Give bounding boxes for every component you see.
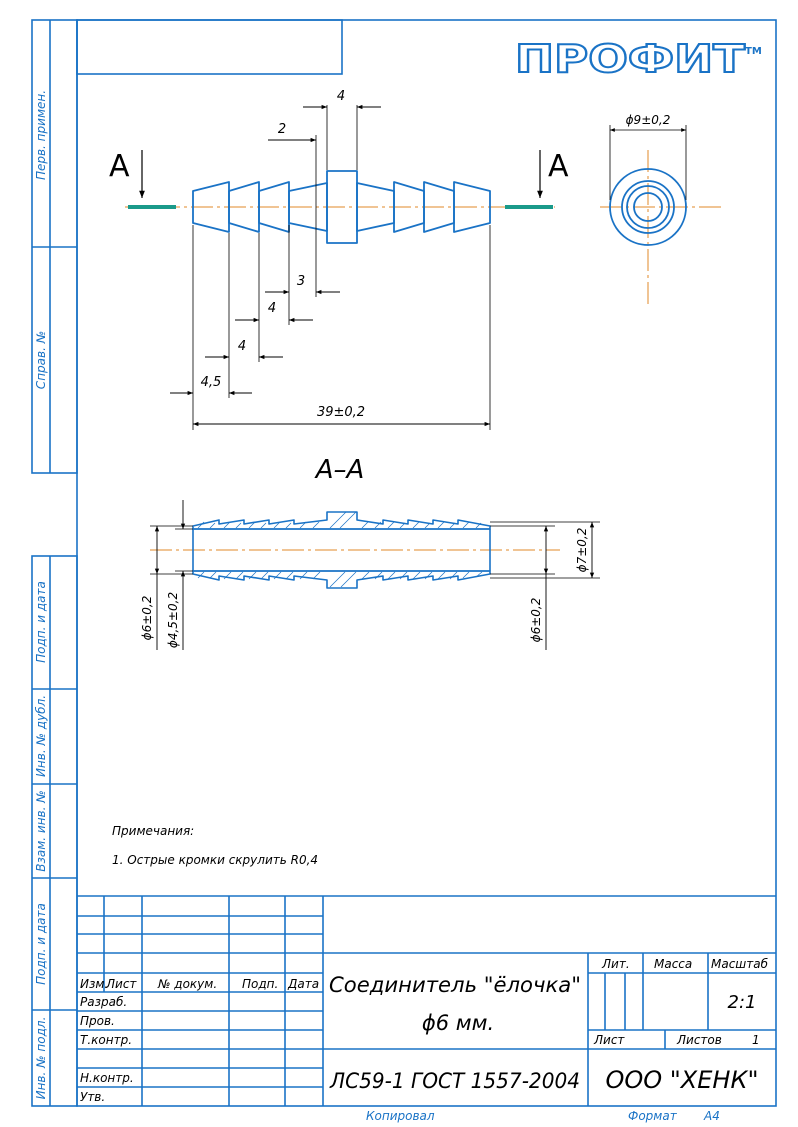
side-label-inv-podl: Инв. № подл. bbox=[34, 1017, 48, 1100]
dim-dia-9: ϕ9±0,2 bbox=[626, 113, 671, 127]
tb-col-izm: Изм. bbox=[80, 977, 108, 991]
tb-name-line2: ϕ6 мм. bbox=[422, 1011, 494, 1035]
tb-tkontr: Т.контр. bbox=[80, 1033, 132, 1047]
tb-prov: Пров. bbox=[80, 1014, 115, 1028]
logo-text: ПРОФИТ bbox=[515, 37, 745, 81]
tb-nkontr: Н.контр. bbox=[80, 1071, 134, 1085]
section-upper-wall bbox=[192, 511, 491, 530]
end-circle-outer bbox=[609, 168, 687, 246]
footer-format-value: А4 bbox=[703, 1109, 720, 1123]
title-block bbox=[77, 895, 776, 1106]
tb-col-podp: Подп. bbox=[242, 977, 278, 991]
dim-4-a: 4 bbox=[238, 339, 246, 354]
dim-4-top: 4 bbox=[337, 89, 345, 104]
section-aa: А–А bbox=[140, 455, 600, 650]
sheet-frame bbox=[31, 19, 777, 1107]
side-label-sprav: Справ. № bbox=[34, 331, 48, 389]
section-lower-wall bbox=[192, 570, 491, 589]
notes-line-1: 1. Острые кромки скрулить R0,4 bbox=[112, 853, 318, 867]
section-title: А–А bbox=[314, 455, 365, 485]
dim-3: 3 bbox=[297, 274, 305, 289]
footer-kopiroval: Копировал bbox=[366, 1109, 435, 1123]
tb-name-line1: Соединитель "ёлочка" bbox=[329, 973, 581, 997]
tb-col-doc: № докум. bbox=[157, 977, 217, 991]
tb-lit: Лит. bbox=[601, 957, 630, 971]
tb-material: ЛС59-1 ГОСТ 1557-2004 bbox=[329, 1069, 580, 1093]
tb-scale-value: 2:1 bbox=[728, 992, 757, 1013]
footer-format: Формат bbox=[628, 1109, 678, 1123]
dim-4-b: 4 bbox=[268, 301, 276, 316]
tb-list: Лист bbox=[593, 1033, 625, 1047]
main-view: А А bbox=[109, 89, 569, 430]
tb-massa: Масса bbox=[654, 957, 692, 971]
end-circle-mid bbox=[621, 180, 675, 234]
tb-col-list: Лист bbox=[105, 977, 137, 991]
fitting-outline bbox=[192, 170, 491, 244]
tb-listov-val: 1 bbox=[752, 1033, 760, 1047]
dim-dia-4-5: ϕ4,5±0,2 bbox=[166, 592, 180, 648]
end-circle-bore bbox=[633, 192, 663, 222]
side-label-podp1: Подп. и дата bbox=[34, 581, 48, 663]
company-logo: ПРОФИТ TM bbox=[514, 36, 762, 82]
section-mark-left: А bbox=[109, 149, 130, 184]
notes-title: Примечания: bbox=[112, 824, 194, 838]
tb-listov: Листов bbox=[676, 1033, 722, 1047]
dim-39: 39±0,2 bbox=[317, 405, 365, 420]
tb-col-data: Дата bbox=[287, 977, 319, 991]
side-label-perv: Перв. примен. bbox=[34, 90, 48, 180]
side-label-vzam: Взам. инв. № bbox=[34, 790, 48, 871]
section-mark-right: А bbox=[548, 149, 569, 184]
dim-4-5: 4,5 bbox=[201, 375, 222, 390]
end-view: ϕ9±0,2 bbox=[600, 113, 725, 305]
tb-masshtab: Масштаб bbox=[711, 957, 769, 971]
dim-2: 2 bbox=[278, 122, 286, 137]
tb-utv: Утв. bbox=[80, 1090, 105, 1104]
dim-dia-7: ϕ7±0,2 bbox=[575, 528, 589, 573]
tb-razrab: Разраб. bbox=[80, 995, 127, 1009]
tb-company: ООО "ХЕНК" bbox=[605, 1066, 758, 1094]
dim-dia-6-left: ϕ6±0,2 bbox=[140, 596, 154, 641]
end-circle-inner bbox=[626, 185, 670, 229]
dim-dia-6-right: ϕ6±0,2 bbox=[529, 598, 543, 643]
logo-tm: TM bbox=[745, 46, 762, 57]
side-label-podp2: Подп. и дата bbox=[34, 903, 48, 985]
side-label-inv-dubl: Инв. № дубл. bbox=[34, 695, 48, 777]
